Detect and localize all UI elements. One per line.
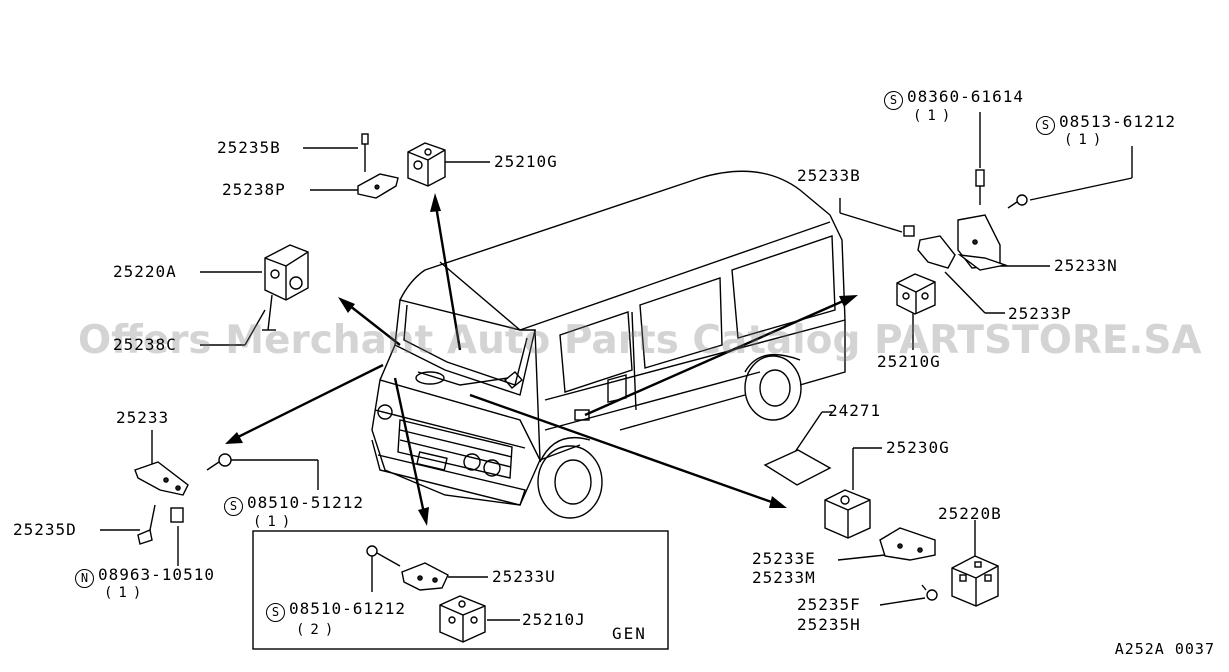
screw-number: 08510-51212 (247, 493, 364, 512)
label-25210G-right[interactable]: 25210G (877, 352, 941, 371)
qty-08963-10510: (1) (104, 585, 148, 601)
screw-number: 08513-61212 (1059, 112, 1176, 131)
part-25235B-bolt (361, 133, 369, 172)
screw-symbol-icon: S (224, 497, 243, 516)
screw-symbol-icon: S (884, 91, 903, 110)
qty-08510-61212: (2) (296, 622, 340, 638)
label-25220B[interactable]: 25220B (938, 504, 1002, 523)
part-25233B-clip (903, 225, 915, 237)
part-25235D-screw (137, 504, 156, 545)
part-25233U-bracket (401, 562, 449, 591)
label-25233[interactable]: 25233 (116, 408, 170, 427)
part-08510-51212-screw (206, 453, 232, 471)
label-25235B[interactable]: 25235B (217, 138, 281, 157)
qty-08513-61212: (1) (1064, 132, 1108, 148)
part-25238P-bracket (357, 173, 399, 199)
label-25233M[interactable]: 25233M (752, 568, 816, 587)
label-25238C[interactable]: 25238C (113, 335, 177, 354)
part-25233P-bracket (917, 235, 956, 269)
label-25233P[interactable]: 25233P (1008, 304, 1072, 323)
label-25235F[interactable]: 25235F (797, 595, 861, 614)
part-25235F-screw (921, 584, 938, 601)
part-25230G-relay (824, 489, 871, 539)
label-25230G[interactable]: 25230G (886, 438, 950, 457)
part-25220A-assembly (262, 244, 309, 331)
screw-number: 08510-61212 (289, 599, 406, 618)
part-25210J-relay (439, 595, 486, 643)
part-25233N-bracket (957, 214, 1008, 271)
label-25233B[interactable]: 25233B (797, 166, 861, 185)
label-25233E[interactable]: 25233E (752, 549, 816, 568)
van-illustration (371, 170, 846, 519)
part-25233E-bracket (879, 527, 936, 561)
label-25238P[interactable]: 25238P (222, 180, 286, 199)
label-25220A[interactable]: 25220A (113, 262, 177, 281)
qty-08360-61614: (1) (913, 108, 957, 124)
qty-08510-51212: (1) (253, 514, 297, 530)
label-24271[interactable]: 24271 (828, 401, 882, 420)
part-08513-screw (1007, 194, 1028, 209)
label-25210G-top[interactable]: 25210G (494, 152, 558, 171)
label-25235H[interactable]: 25235H (797, 615, 861, 634)
part-25210G-relay-top (407, 142, 446, 187)
screw-symbol-icon: S (1036, 116, 1055, 135)
label-25210J[interactable]: 25210J (522, 610, 586, 629)
label-25235D[interactable]: 25235D (13, 520, 77, 539)
part-25210G-relay-right (896, 273, 936, 315)
watermark-text: Offers Merchant Auto Parts Catalog PARTS… (78, 318, 1202, 363)
part-25233-bracket (134, 461, 189, 496)
catalog-code: A252A 0037 (1114, 640, 1215, 658)
label-25233N[interactable]: 25233N (1054, 256, 1118, 275)
nut-symbol-icon: N (75, 569, 94, 588)
location-arrows (225, 193, 858, 526)
gen-inset-box (252, 530, 669, 650)
screw-number: 08360-61614 (907, 87, 1024, 106)
nut-number: 08963-10510 (98, 565, 215, 584)
part-08510-61212-screw (366, 545, 401, 567)
inset-label-gen: GEN (612, 624, 647, 643)
part-25220B-relay (951, 555, 999, 607)
part-24271-pad (763, 449, 832, 486)
leader-lines (100, 112, 1133, 621)
part-08963-nut (170, 507, 184, 523)
label-25233U[interactable]: 25233U (492, 567, 556, 586)
screw-symbol-icon: S (266, 603, 285, 622)
part-08360-screw (975, 169, 985, 205)
